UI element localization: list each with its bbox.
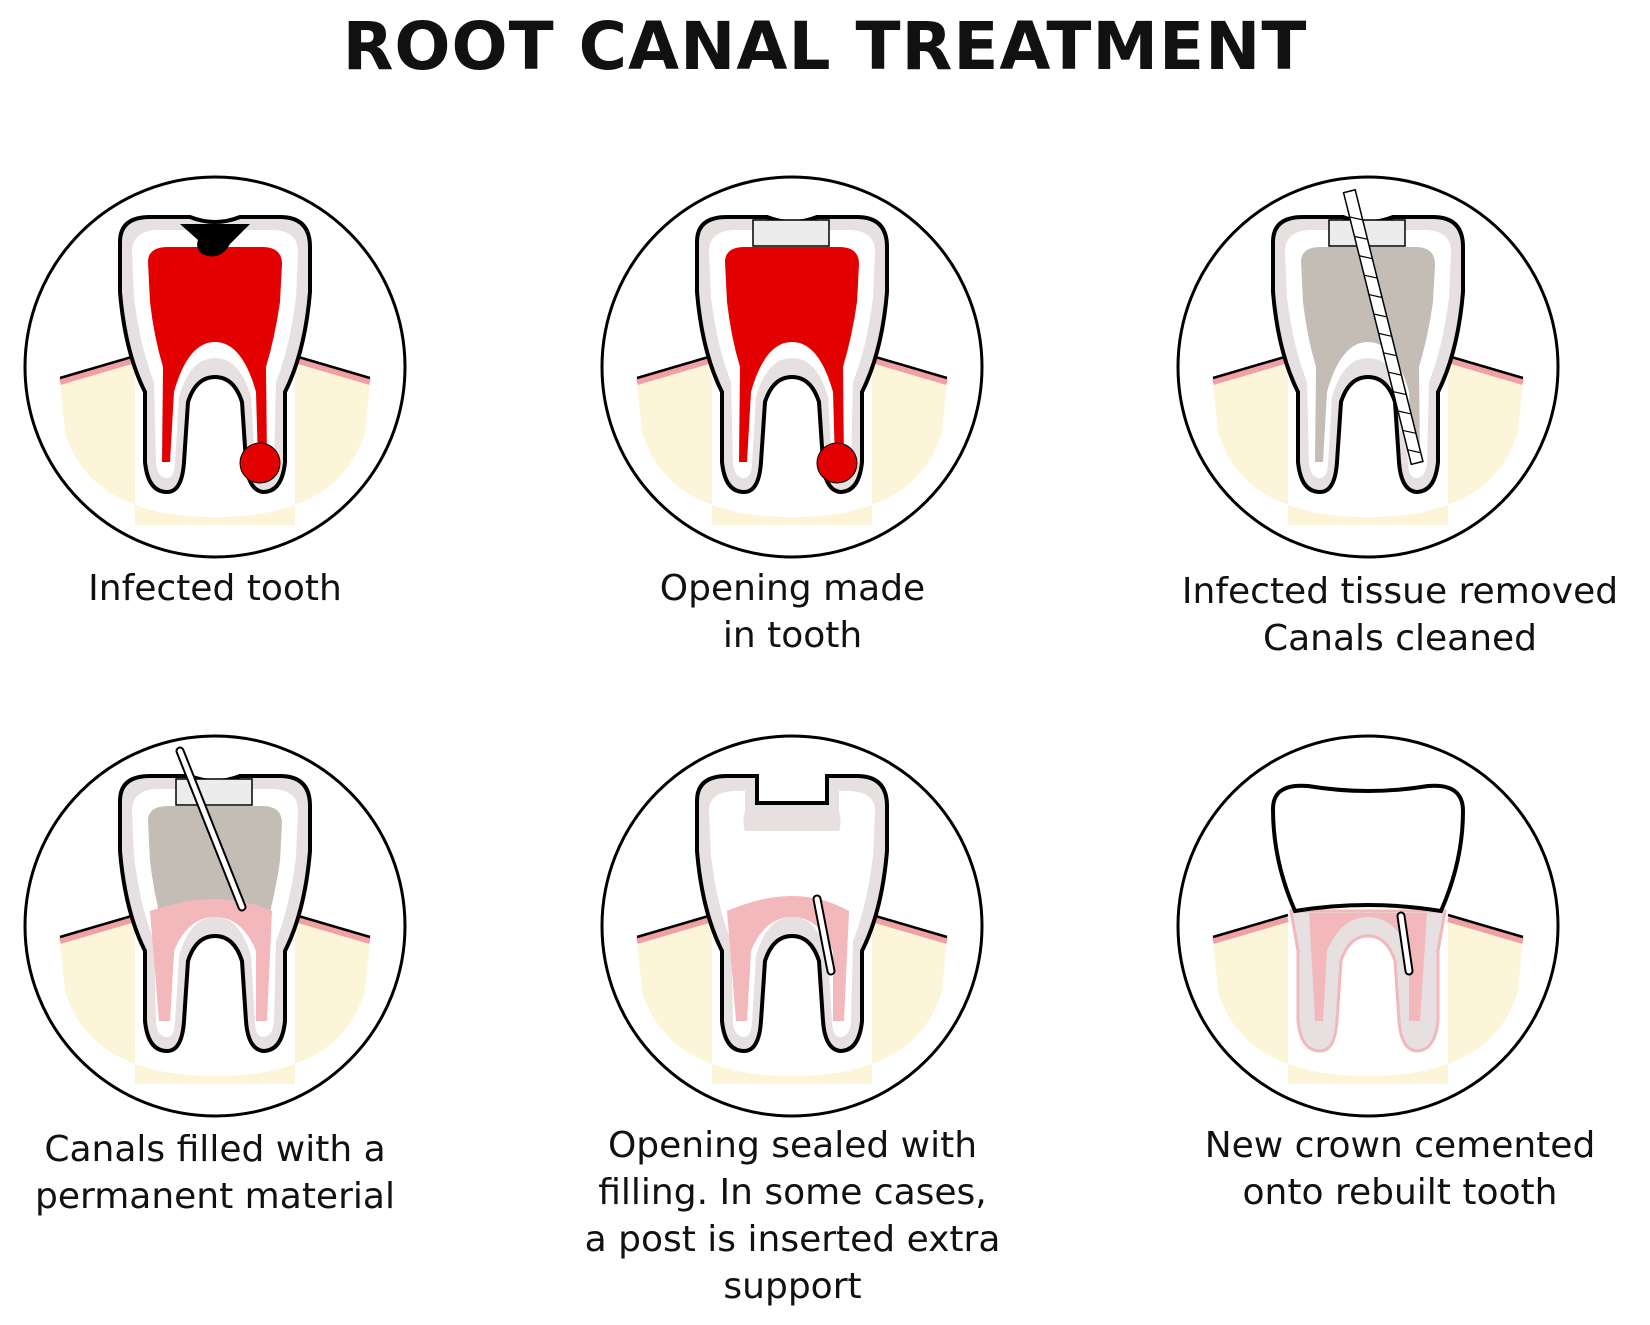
step-6-new-crown-illustration xyxy=(1173,731,1563,1121)
step-1-infected-tooth-illustration xyxy=(20,172,410,562)
caption-line: New crown cemented xyxy=(1204,1125,1596,1166)
caption-line: a post is inserted extra xyxy=(584,1219,1001,1260)
caption-line: filling. In some cases, xyxy=(598,1172,987,1213)
step-2-caption: Opening made in tooth xyxy=(555,565,1030,659)
page-title: ROOT CANAL TREATMENT xyxy=(342,8,1308,85)
caption-line: permanent material xyxy=(35,1176,395,1217)
step-2-opening-made-illustration xyxy=(597,172,987,562)
caption-line: Infected tissue removed xyxy=(1181,571,1619,612)
step-4-canals-filled-illustration xyxy=(20,731,410,1121)
caption-line: support xyxy=(723,1266,862,1307)
caption-line: in tooth xyxy=(722,615,863,656)
step-3-tissue-removed-illustration xyxy=(1173,172,1563,562)
caption-line: Opening sealed with xyxy=(607,1125,978,1166)
step-5-caption: Opening sealed with filling. In some cas… xyxy=(555,1122,1030,1310)
step-5-opening-sealed-illustration xyxy=(597,731,987,1121)
step-6-caption: New crown cemented onto rebuilt tooth xyxy=(1160,1122,1640,1216)
step-3-caption: Infected tissue removed Canals cleaned xyxy=(1160,568,1640,662)
caption-line: onto rebuilt tooth xyxy=(1242,1172,1558,1213)
caption-line: Opening made xyxy=(659,568,926,609)
caption-line: Canals cleaned xyxy=(1262,618,1538,659)
step-1-caption: Infected tooth xyxy=(20,565,410,612)
caption-line: Infected tooth xyxy=(88,568,342,609)
caption-line: Canals filled with a xyxy=(44,1129,386,1170)
step-4-caption: Canals filled with a permanent material xyxy=(0,1126,430,1220)
